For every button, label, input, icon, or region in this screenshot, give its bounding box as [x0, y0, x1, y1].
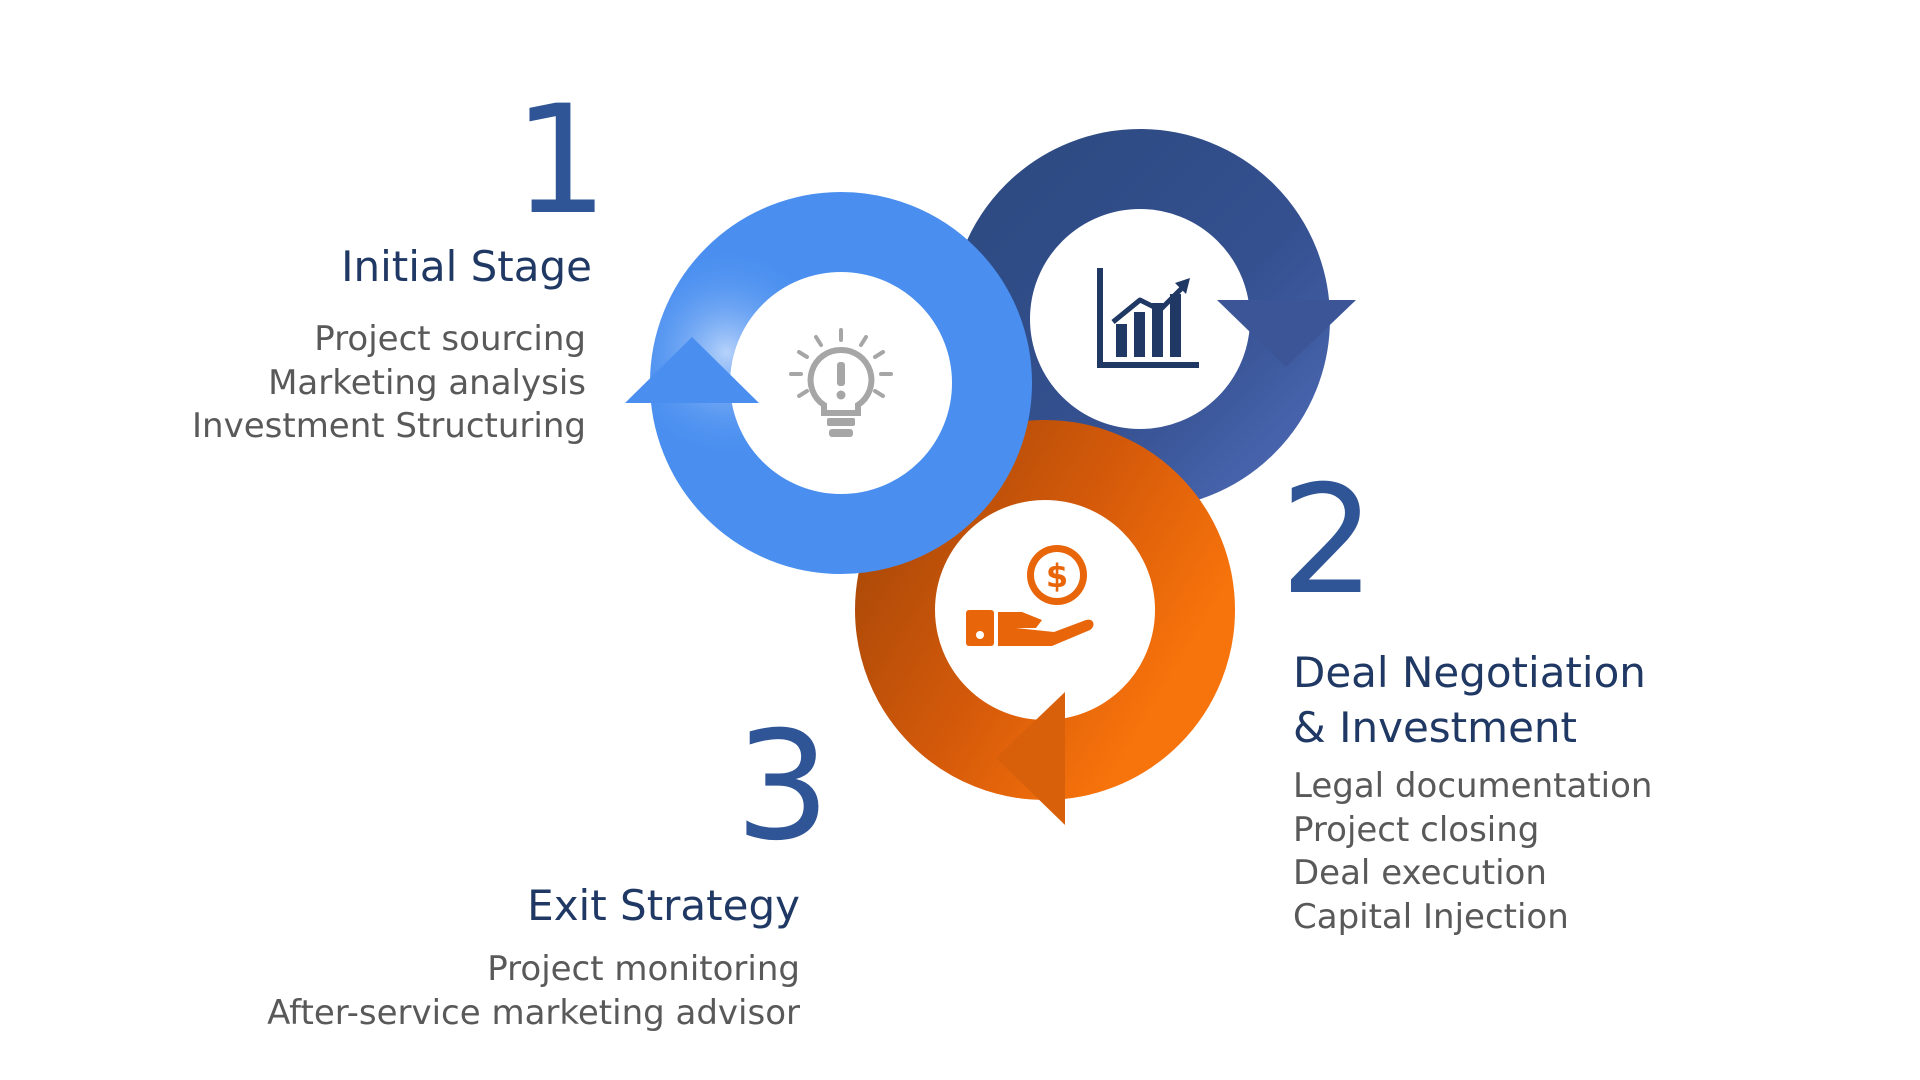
- stage2-item: Deal execution: [1293, 853, 1547, 894]
- stage2-title: Deal Negotiation & Investment: [1293, 646, 1646, 755]
- stage3-number: 3: [735, 700, 831, 874]
- stage3-item: After-service marketing advisor: [267, 992, 800, 1033]
- stage2-item: Project closing: [1293, 809, 1540, 850]
- stage2-title-line: Deal Negotiation: [1293, 648, 1646, 697]
- stage1-item: Marketing analysis: [268, 362, 586, 403]
- stage2-number: 2: [1280, 454, 1376, 628]
- stage1-arrowhead: [625, 337, 759, 403]
- stage3-title: Exit Strategy: [527, 881, 800, 930]
- svg-text:$: $: [1046, 557, 1068, 595]
- stage1-title: Initial Stage: [341, 242, 592, 291]
- stage3-items: Project monitoring After-service marketi…: [267, 948, 800, 1035]
- lightbulb-icon: [789, 328, 893, 437]
- stage1-number: 1: [513, 74, 609, 248]
- stage2-items: Legal documentation Project closing Deal…: [1293, 765, 1652, 939]
- stage2-item: Capital Injection: [1293, 896, 1569, 937]
- growth-chart-icon: [1097, 268, 1199, 368]
- money-hand-icon: $: [966, 545, 1094, 646]
- stage2-item: Legal documentation: [1293, 766, 1653, 806]
- stage3-ring: [855, 420, 1235, 825]
- stage3-item: Project monitoring: [487, 949, 800, 989]
- stage1-ring: [625, 192, 1032, 574]
- stage2-title-line: & Investment: [1293, 702, 1577, 752]
- stage3-arrowhead: [996, 692, 1065, 825]
- stage2-arrowhead: [1217, 300, 1356, 367]
- stage1-items: Project sourcing Marketing analysis Inve…: [192, 318, 586, 449]
- stage1-item: Project sourcing: [314, 319, 586, 359]
- stage1-item: Investment Structuring: [192, 406, 586, 447]
